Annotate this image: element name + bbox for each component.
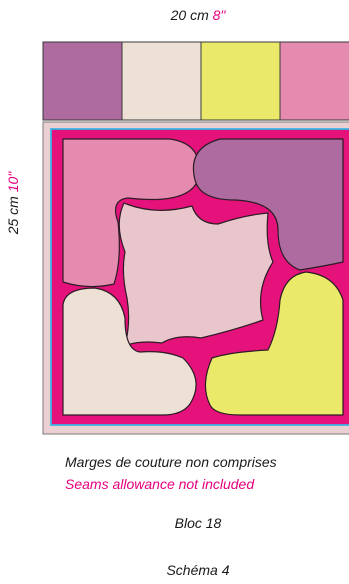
swatch-pink bbox=[279, 41, 349, 121]
scheme-label: Schéma 4 bbox=[166, 562, 230, 578]
heart-yellow bbox=[204, 271, 344, 416]
width-dimension-label: 20 cm 8" bbox=[0, 8, 349, 22]
swatch-purple bbox=[42, 41, 123, 121]
heart-purple bbox=[192, 138, 344, 271]
quilt-block-diagram bbox=[42, 41, 349, 435]
seam-note-french: Marges de couture non comprises bbox=[65, 454, 277, 470]
seam-note-english: Seams allowance not included bbox=[65, 476, 255, 492]
heart-beige bbox=[62, 287, 197, 416]
block-label: Bloc 18 bbox=[174, 515, 222, 531]
swatch-yellow bbox=[200, 41, 281, 121]
width-metric: 20 cm bbox=[170, 7, 209, 23]
width-imperial: 8" bbox=[212, 7, 226, 23]
block-frame-border bbox=[50, 128, 349, 426]
swatch-beige bbox=[121, 41, 202, 121]
center-square-fill bbox=[118, 202, 274, 348]
